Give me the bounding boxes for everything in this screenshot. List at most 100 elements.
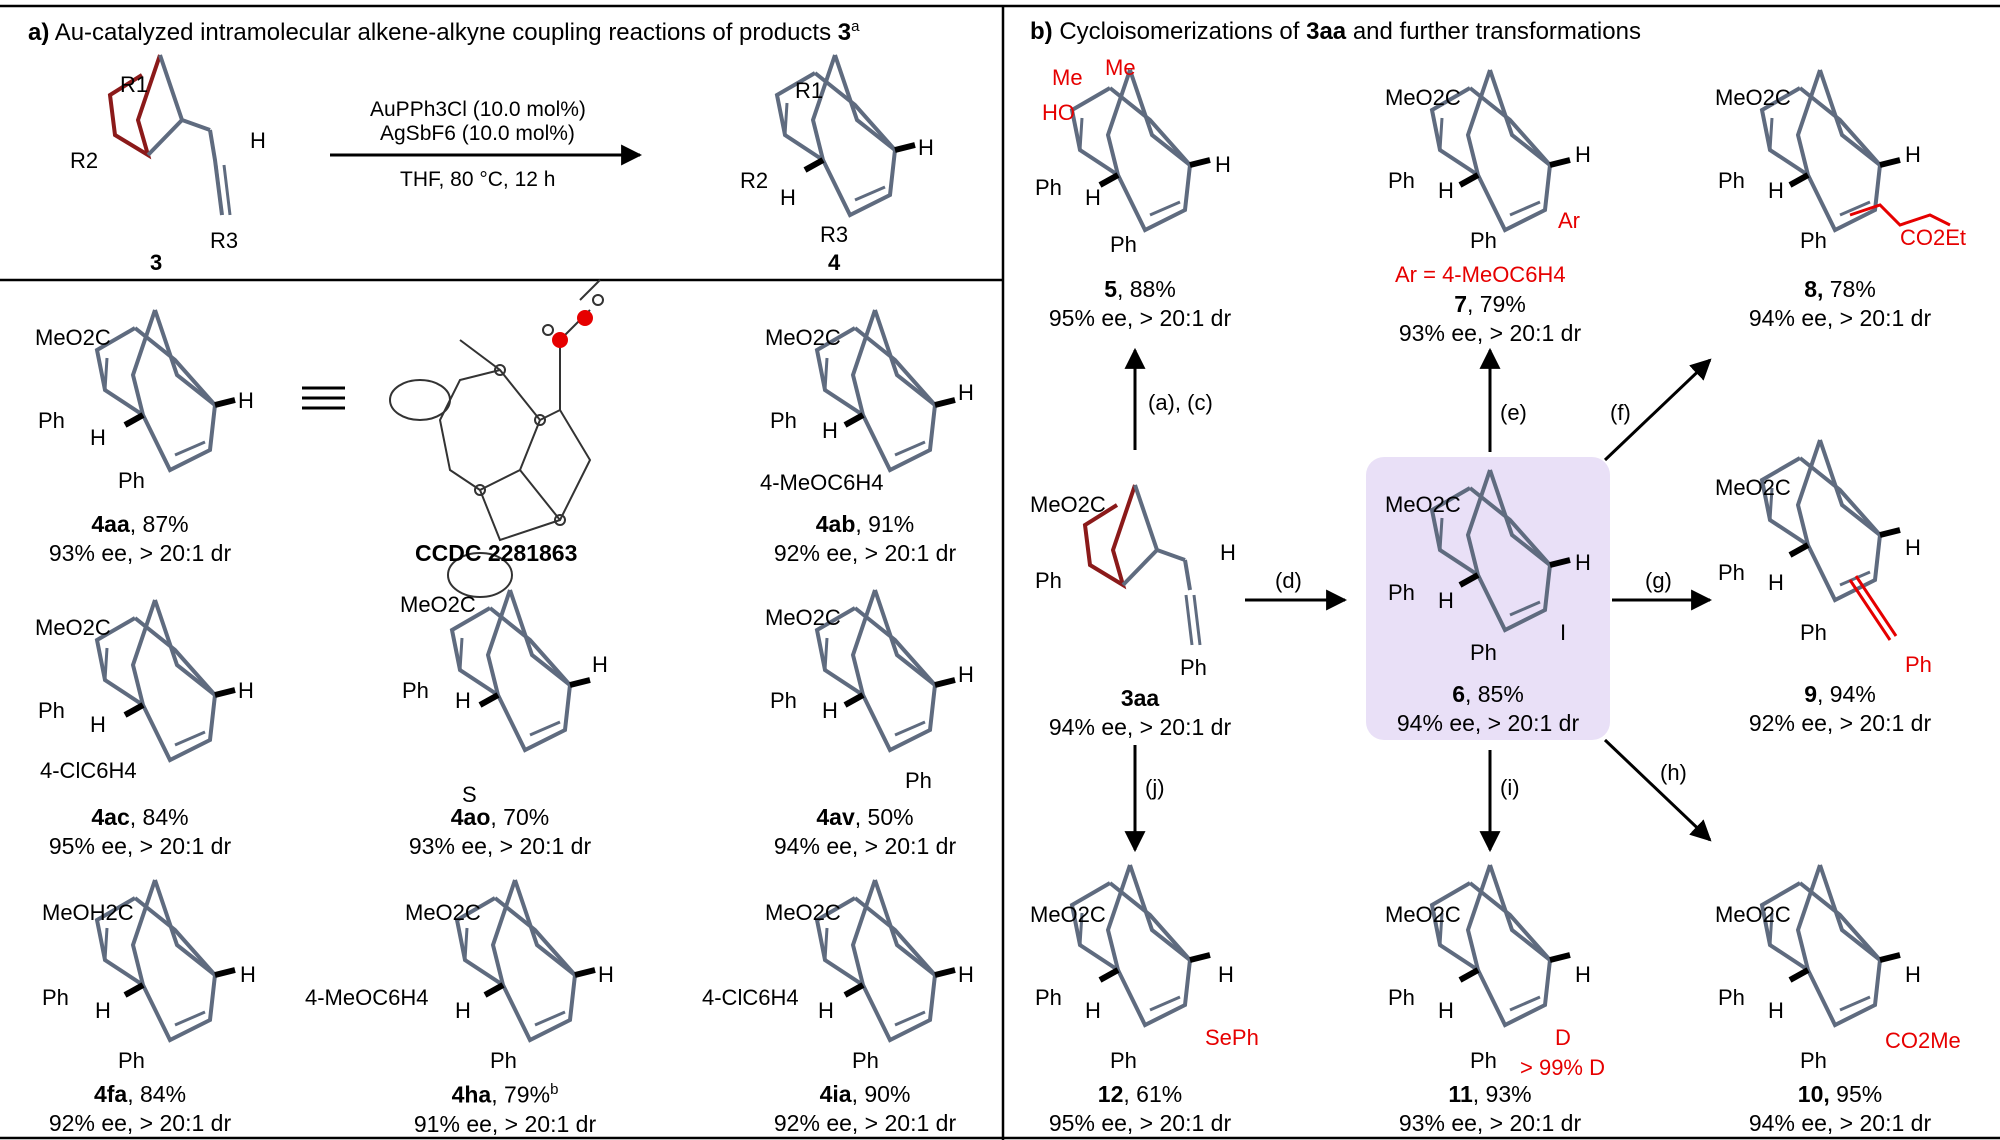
panel-b-heading: b) Cycloisomerizations of 3aa and furthe… [1030, 18, 1641, 46]
4ao-h2: H [592, 652, 608, 677]
4av-h1: H [822, 698, 838, 723]
4ao-ph: Ph [402, 678, 429, 703]
6-h2: H [1575, 550, 1591, 575]
3aa-meo2c: MeO2C [1030, 492, 1106, 517]
8-h2: H [1905, 142, 1921, 167]
4ha-h1: H [455, 998, 471, 1023]
11-h1: H [1438, 998, 1454, 1023]
11-ph2: Ph [1470, 1048, 1497, 1073]
12-h1: H [1085, 998, 1101, 1023]
4ia-ph: Ph [852, 1048, 879, 1073]
panel-a-heading: a) Au-catalyzed intramolecular alkene-al… [28, 18, 859, 47]
4fa-ph2: Ph [118, 1048, 145, 1073]
12-ph2: Ph [1110, 1048, 1137, 1073]
4av-meo2c: MeO2C [765, 605, 841, 630]
9-ph-alkyne: Ph [1905, 652, 1932, 677]
4ac-h1: H [90, 712, 106, 737]
6-ph2: Ph [1470, 640, 1497, 665]
caption-8: 8, 78% 94% ee, > 20:1 dr [1748, 276, 1932, 331]
caption-7: 7, 79% 93% ee, > 20:1 dr [1398, 291, 1582, 346]
label-arrow-h: (h) [1660, 760, 1687, 785]
11-ph1: Ph [1388, 985, 1415, 1010]
11-h2: H [1575, 962, 1591, 987]
panel-b-text: Cycloisomerizations of [1059, 18, 1300, 45]
4ao-meo2c: MeO2C [400, 592, 476, 617]
product-label-4: 4 [828, 250, 841, 275]
caption-5: 5, 88% 95% ee, > 20:1 dr [1048, 276, 1232, 331]
label-arrow-i: (i) [1500, 775, 1520, 800]
4ao-h1: H [455, 688, 471, 713]
7-ar: Ar [1558, 208, 1580, 233]
10-h1: H [1768, 998, 1784, 1023]
caption-11: 11, 93% 93% ee, > 20:1 dr [1398, 1081, 1582, 1136]
12-ph1: Ph [1035, 985, 1062, 1010]
reactant-h: H [250, 128, 266, 153]
8-co2et: CO2Et [1900, 225, 1967, 250]
4ia-meo2c: MeO2C [765, 900, 841, 925]
10-meo2c: MeO2C [1715, 902, 1791, 927]
condition-line-1: AuPPh3Cl (10.0 mol%) [370, 98, 586, 121]
12-seph: SePh [1205, 1025, 1259, 1050]
4fa-h2: H [240, 962, 256, 987]
product-r1: R1 [795, 78, 824, 103]
5-h1: H [1085, 185, 1101, 210]
4aa-h1: H [90, 425, 106, 450]
4fa-ph1: Ph [42, 985, 69, 1010]
4ha-meo2c: MeO2C [405, 900, 481, 925]
label-arrow-f: (f) [1610, 400, 1631, 425]
4ab-meo2c: MeO2C [765, 325, 841, 350]
caption-4ha: 4ha, 79%b 91% ee, > 20:1 dr [413, 1081, 597, 1137]
caption-4av: 4av, 50% 94% ee, > 20:1 dr [773, 804, 957, 859]
10-co2me: CO2Me [1885, 1028, 1961, 1053]
11-meo2c: MeO2C [1385, 902, 1461, 927]
reactant-3-skeleton [107, 54, 232, 216]
red-ester-vinyl-8 [1849, 203, 1951, 227]
4ab-aryl: 4-MeOC6H4 [760, 470, 884, 495]
4ha-aryl: 4-MeOC6H4 [305, 985, 429, 1010]
panel-b-tag: b) [1030, 18, 1053, 45]
reactant-r2: R2 [70, 148, 99, 173]
ccdc-label: CCDC 2281863 [415, 540, 578, 566]
4ab-h2: H [958, 380, 974, 405]
8-ph2: Ph [1800, 228, 1827, 253]
caption-4aa: 4aa, 87% 93% ee, > 20:1 dr [48, 511, 232, 566]
4fa-h1: H [95, 998, 111, 1023]
panel-a-text: Au-catalyzed intramolecular alkene-alkyn… [54, 19, 832, 46]
3aa-ph1: Ph [1035, 568, 1062, 593]
red-alkyne-9 [1848, 575, 1898, 641]
label-arrow-ac: (a), (c) [1148, 390, 1213, 415]
5-me1: Me [1052, 65, 1083, 90]
4aa-h2: H [238, 388, 254, 413]
equivalence-sign [302, 386, 345, 410]
8-h1: H [1768, 178, 1784, 203]
12-meo2c: MeO2C [1030, 902, 1106, 927]
8-meo2c: MeO2C [1715, 85, 1791, 110]
4ha-ph: Ph [490, 1048, 517, 1073]
product-r2: R2 [740, 168, 769, 193]
4aa-ph1: Ph [38, 408, 65, 433]
skeleton-3aa [1082, 484, 1202, 646]
7-meo2c: MeO2C [1385, 85, 1461, 110]
arrow-h [1603, 738, 1712, 842]
4av-h2: H [958, 662, 974, 687]
caption-4ac: 4ac, 84% 95% ee, > 20:1 dr [48, 804, 232, 859]
caption-6: 6, 85% 94% ee, > 20:1 dr [1396, 681, 1580, 736]
10-h2: H [1905, 962, 1921, 987]
9-ph1: Ph [1718, 560, 1745, 585]
3aa-h: H [1220, 540, 1236, 565]
10-ph2: Ph [1800, 1048, 1827, 1073]
caption-3aa: 3aa 94% ee, > 20:1 dr [1048, 685, 1232, 740]
label-arrow-e: (e) [1500, 400, 1527, 425]
4fa-meoh2c: MeOH2C [42, 900, 134, 925]
caption-4ia: 4ia, 90% 92% ee, > 20:1 dr [773, 1081, 957, 1136]
panel-a-sup: a [851, 18, 860, 35]
6-iodo: I [1560, 620, 1567, 645]
4ha-h2: H [598, 962, 614, 987]
6-h1: H [1438, 588, 1454, 613]
7-h1: H [1438, 178, 1454, 203]
3aa-ph2: Ph [1180, 655, 1207, 680]
9-h1: H [1768, 570, 1784, 595]
condition-line-3: THF, 80 °C, 12 h [400, 168, 556, 191]
product-h-right: H [918, 135, 934, 160]
7-ph1: Ph [1388, 168, 1415, 193]
